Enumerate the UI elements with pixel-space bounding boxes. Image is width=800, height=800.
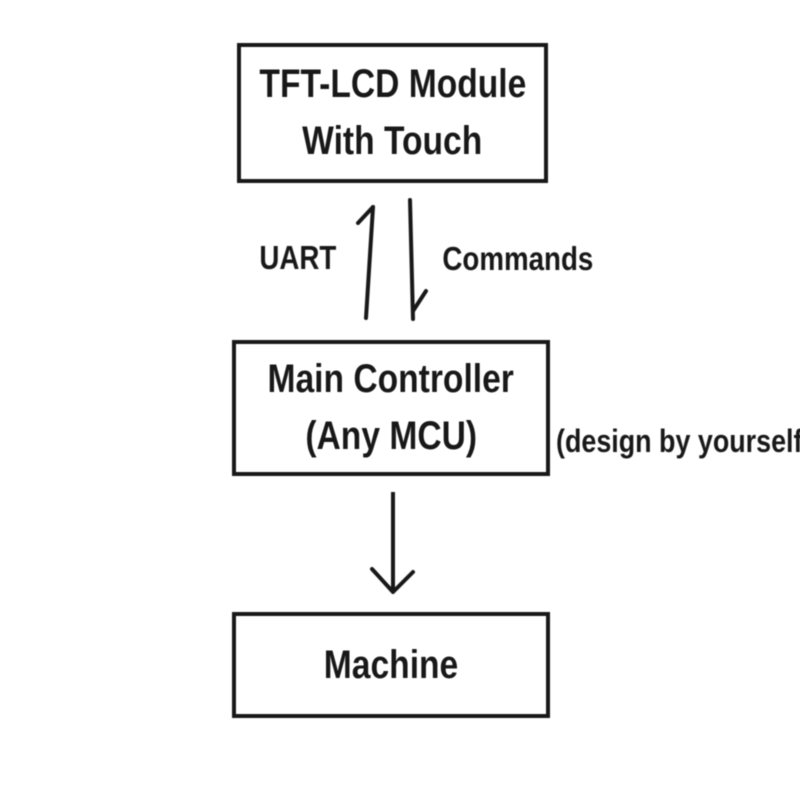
tft-lcd-module-node: TFT-LCD Module With Touch bbox=[237, 43, 548, 183]
main-controller-node: Main Controller (Any MCU) bbox=[232, 340, 550, 476]
tft-node-line2-text: With Touch bbox=[302, 119, 483, 163]
machine-node-label-text: Machine bbox=[323, 642, 459, 687]
design-note: (design by yourself) bbox=[556, 417, 800, 465]
commands-label: Commands bbox=[428, 239, 593, 279]
uart-label: UART bbox=[252, 238, 342, 278]
mcu-node-line2-text: (Any MCU) bbox=[305, 414, 477, 458]
commands-label-text: Commands bbox=[442, 240, 594, 277]
uart-label-text: UART bbox=[259, 239, 337, 276]
machine-node: Machine bbox=[232, 612, 550, 718]
tft-node-line1-text: TFT-LCD Module bbox=[259, 62, 526, 106]
machine-node-label: Machine bbox=[311, 637, 471, 694]
design-note-text: (design by yourself) bbox=[556, 423, 800, 459]
tft-node-line2: With Touch bbox=[285, 113, 499, 170]
mcu-node-line1-text: Main Controller bbox=[267, 357, 515, 401]
mcu-node-line1: Main Controller bbox=[244, 351, 537, 408]
tft-node-line1: TFT-LCD Module bbox=[234, 56, 552, 113]
commands-down-arrow-icon bbox=[408, 198, 428, 321]
mcu-node-line2: (Any MCU) bbox=[289, 408, 493, 465]
uart-up-arrow-icon bbox=[356, 205, 375, 320]
mcu-to-machine-arrow-icon bbox=[370, 492, 415, 594]
